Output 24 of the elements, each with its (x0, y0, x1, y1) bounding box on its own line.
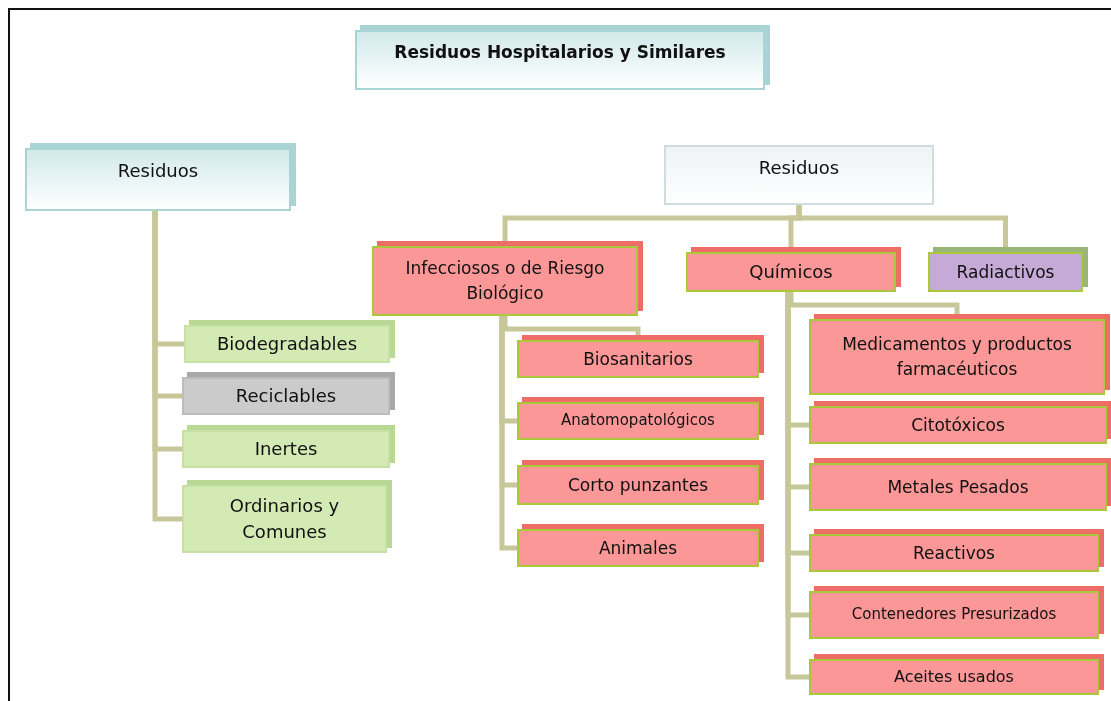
connector-line (499, 316, 517, 551)
category-label: Biosanitarios (583, 347, 693, 371)
category-label: Medicamentos y productos farmacéuticos (841, 333, 1073, 381)
category-label: Animales (598, 536, 678, 560)
category-label: Infecciosos o de Riesgo Biológico (404, 257, 606, 305)
title-text: Residuos Hospitalarios y Similares (394, 41, 726, 64)
category-label: Reactivos (913, 541, 995, 565)
category-label: Inertes (254, 436, 318, 461)
category-label: Anatomopatológicos (561, 410, 715, 432)
category-box (664, 145, 934, 205)
category-label: Contenedores Presurizados (851, 604, 1057, 626)
category-label: Citotóxicos (911, 413, 1005, 437)
connector-line (152, 211, 182, 522)
category-label: Aceites usados (894, 666, 1014, 689)
category-label: Radiactivos (956, 260, 1055, 284)
category-label: Reciclables (235, 383, 337, 408)
category-label: Residuos (758, 156, 840, 180)
category-label: Corto punzantes (567, 473, 709, 497)
category-label: Residuos (117, 159, 199, 183)
connector-line (785, 292, 809, 680)
category-label: Ordinarios y Comunes (228, 493, 341, 544)
category-label: Químicos (749, 259, 833, 284)
category-label: Biodegradables (216, 331, 358, 356)
category-label: Metales Pesados (887, 475, 1029, 499)
